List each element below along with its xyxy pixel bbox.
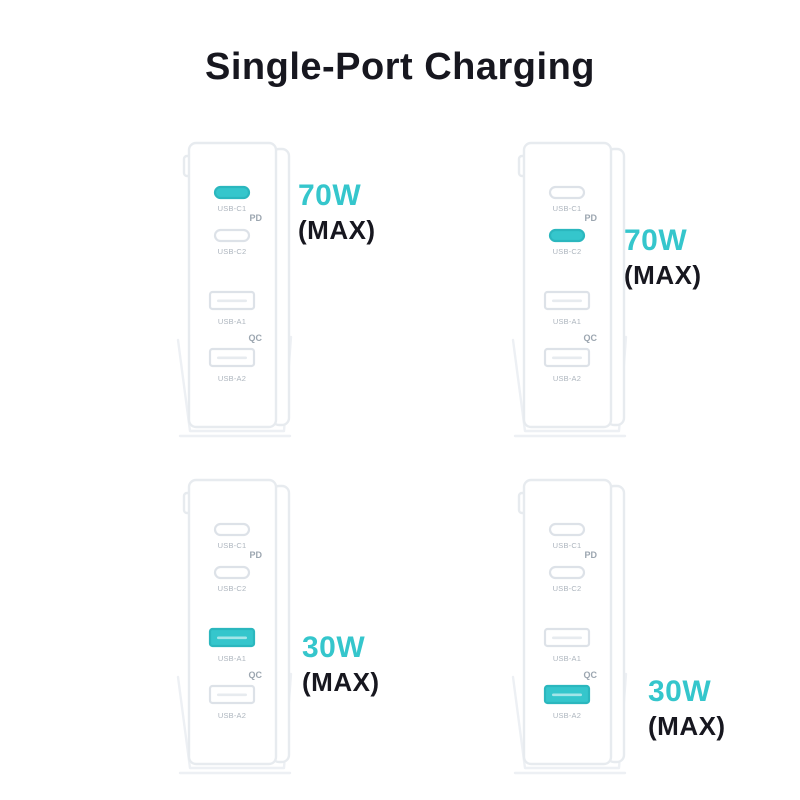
- usb-c2-label: USB-C2: [553, 584, 582, 593]
- qc-label: QC: [249, 670, 263, 680]
- watt-value: 70W: [298, 179, 362, 212]
- charger-panel-1: USB-C1 PD USB-C2 USB-A1 QC USB-A2: [172, 135, 302, 447]
- charger-front: [187, 478, 278, 766]
- wattage-label-3: 30W (MAX): [302, 631, 380, 697]
- usb-a1-label: USB-A1: [553, 317, 581, 326]
- usb-a1-label: USB-A1: [218, 317, 246, 326]
- usb-c2-port: [548, 565, 586, 580]
- usb-a2-label: USB-A2: [218, 374, 246, 383]
- usb-c2-port: [548, 228, 586, 243]
- charger-panel-4: USB-C1 PD USB-C2 USB-A1 QC USB-A2: [507, 472, 637, 784]
- charger-panel-3: USB-C1 PD USB-C2 USB-A1 QC USB-A2: [172, 472, 302, 784]
- qc-label: QC: [249, 333, 263, 343]
- usb-c1-port: [548, 185, 586, 200]
- charger-panel-2: USB-C1 PD USB-C2 USB-A1 QC USB-A2: [507, 135, 637, 447]
- qc-label: QC: [584, 333, 598, 343]
- usb-a1-label: USB-A1: [553, 654, 581, 663]
- charger-front: [522, 141, 613, 429]
- pd-label: PD: [249, 550, 262, 560]
- usb-a1-port: [208, 627, 256, 648]
- usb-a2-port: [543, 684, 591, 705]
- usb-c1-port: [213, 522, 251, 537]
- usb-a2-label: USB-A2: [553, 374, 581, 383]
- charger-front: [522, 478, 613, 766]
- wattage-label-1: 70W (MAX): [298, 179, 376, 245]
- wattage-label-4: 30W (MAX): [648, 675, 726, 741]
- watt-max: (MAX): [298, 215, 376, 245]
- usb-a2-port: [208, 347, 256, 368]
- usb-c2-port: [213, 565, 251, 580]
- qc-label: QC: [584, 670, 598, 680]
- charger-illustration: USB-C1 PD USB-C2 USB-A1 QC USB-A2: [511, 141, 628, 438]
- usb-c1-label: USB-C1: [553, 204, 582, 213]
- usb-c2-label: USB-C2: [553, 247, 582, 256]
- usb-a1-label: USB-A1: [218, 654, 246, 663]
- usb-a1-port: [543, 290, 591, 311]
- usb-a2-port: [543, 347, 591, 368]
- watt-max: (MAX): [302, 667, 380, 697]
- charger-illustration: USB-C1 PD USB-C2 USB-A1 QC USB-A2: [176, 141, 293, 438]
- usb-a2-label: USB-A2: [553, 711, 581, 720]
- charger-illustration: USB-C1 PD USB-C2 USB-A1 QC USB-A2: [511, 478, 628, 775]
- watt-value: 70W: [624, 224, 688, 257]
- usb-c2-label: USB-C2: [218, 584, 247, 593]
- charger-illustration: USB-C1 PD USB-C2 USB-A1 QC USB-A2: [176, 478, 293, 775]
- usb-a2-port: [208, 684, 256, 705]
- pd-label: PD: [584, 550, 597, 560]
- usb-a1-port: [543, 627, 591, 648]
- usb-c1-label: USB-C1: [553, 541, 582, 550]
- watt-value: 30W: [302, 631, 366, 664]
- charger-front: [187, 141, 278, 429]
- usb-a1-port: [208, 290, 256, 311]
- usb-a2-label: USB-A2: [218, 711, 246, 720]
- usb-c1-port: [213, 185, 251, 200]
- pd-label: PD: [249, 213, 262, 223]
- wattage-label-2: 70W (MAX): [624, 224, 702, 290]
- page-title: Single-Port Charging: [205, 46, 595, 88]
- usb-c2-port: [213, 228, 251, 243]
- usb-c1-label: USB-C1: [218, 204, 247, 213]
- usb-c1-port: [548, 522, 586, 537]
- watt-value: 30W: [648, 675, 712, 708]
- usb-c1-label: USB-C1: [218, 541, 247, 550]
- pd-label: PD: [584, 213, 597, 223]
- watt-max: (MAX): [648, 711, 726, 741]
- usb-c2-label: USB-C2: [218, 247, 247, 256]
- watt-max: (MAX): [624, 260, 702, 290]
